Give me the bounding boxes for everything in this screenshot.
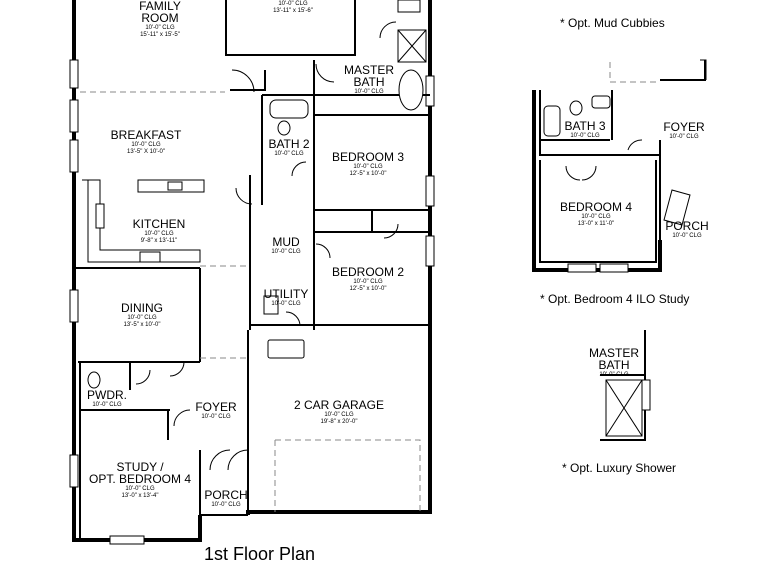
room-ceiling: 10'-0" CLG (145, 25, 175, 31)
room-name-line2: BATH (353, 75, 385, 89)
opt-bedroom4-label: BEDROOM 4 10'-0" CLG 13'-0" x 11'-0" (554, 201, 638, 227)
breakfast-label: BREAKFAST 10'-0" CLG 13'-5" X 10'-0" (104, 129, 188, 155)
room-name: BEDROOM 4 (559, 200, 632, 214)
room-name-line2: ROOM (141, 11, 179, 25)
room-ceiling: 10'-0" CLG (278, 1, 308, 7)
opt-luxury-shower-note: * Opt. Luxury Shower (562, 461, 677, 475)
room-size: 13'-0" x 11'-0" (577, 221, 615, 227)
plan-title: 1st Floor Plan (204, 544, 316, 564)
room-ceiling: 10'-0" CLG (211, 502, 241, 508)
master-bedroom-label: 10'-0" CLG 13'-11" x 15'-6" (256, 0, 330, 14)
room-ceiling: 10'-0" CLG (125, 486, 155, 492)
room-size: 13'-5" x 10'-0" (123, 322, 161, 328)
family-room-label: FAMILY ROOM 10'-0" CLG 15'-11" x 15'-5" (130, 0, 190, 38)
room-ceiling: 10'-0" CLG (92, 402, 122, 408)
opt-bath3-label: BATH 3 10'-0" CLG (560, 120, 610, 139)
room-ceiling: 10'-0" CLG (131, 142, 161, 148)
room-name: FAMILY (139, 0, 181, 13)
garage-label: 2 CAR GARAGE 10'-0" CLG 19'-8" x 20'-0" (286, 399, 392, 425)
room-size: 15'-11" x 15'-5" (140, 32, 180, 38)
porch-label: PORCH 10'-0" CLG (202, 489, 250, 508)
room-size: 12'-5" x 10'-0" (349, 286, 387, 292)
opt-shower-drawing (600, 330, 651, 441)
room-name: PORCH (665, 219, 709, 233)
bedroom3-label: BEDROOM 3 10'-0" CLG 12'-5" x 10'-0" (326, 151, 410, 177)
room-name: KITCHEN (132, 217, 186, 231)
bedroom2-label: BEDROOM 2 10'-0" CLG 12'-5" x 10'-0" (326, 266, 410, 292)
room-name: BATH 3 (564, 119, 606, 133)
room-size: 13'-0" x 13'-4" (121, 493, 159, 499)
room-ceiling: 10'-0" CLG (581, 214, 611, 220)
room-name: 2 CAR GARAGE (293, 398, 385, 412)
windows (69, 0, 435, 545)
room-ceiling: 10'-0" CLG (324, 412, 354, 418)
door-swings (135, 21, 399, 471)
room-name: BREAKFAST (110, 128, 182, 142)
bath2-label: BATH 2 10'-0" CLG (264, 138, 314, 157)
opt-master-bath-label: MASTER BATH 10'-0" CLG (584, 347, 644, 378)
room-ceiling: 10'-0" CLG (570, 133, 600, 139)
opt-foyer-label: FOYER 10'-0" CLG (660, 121, 708, 140)
room-ceiling: 10'-0" CLG (353, 164, 383, 170)
room-ceiling: 10'-0" CLG (127, 315, 157, 321)
opt-bedroom4-drawing (532, 59, 707, 273)
utility-label: UTILITY 10'-0" CLG (258, 288, 314, 307)
room-ceiling: 10'-0" CLG (201, 414, 231, 420)
room-name: PWDR. (87, 388, 127, 402)
room-name: MASTER (588, 346, 639, 360)
room-ceiling: 10'-0" CLG (271, 301, 301, 307)
kitchen-counters (82, 179, 205, 263)
room-size: 13'-5" X 10'-0" (127, 149, 165, 155)
room-size: 19'-8" x 20'-0" (320, 419, 358, 425)
opening-lines (80, 91, 421, 512)
mud-label: MUD 10'-0" CLG (262, 236, 310, 255)
room-name: BEDROOM 3 (331, 150, 404, 164)
room-name: DINING (121, 301, 163, 315)
foyer-label: FOYER 10'-0" CLG (190, 401, 242, 420)
dining-label: DINING 10'-0" CLG 13'-5" x 10'-0" (110, 302, 174, 328)
room-size: 12'-5" x 10'-0" (349, 171, 387, 177)
room-name: FOYER (195, 400, 237, 414)
room-name: BATH 2 (268, 137, 310, 151)
master-bath-label: MASTER BATH 10'-0" CLG (336, 64, 402, 95)
room-name: MUD (272, 235, 300, 249)
room-name: FOYER (663, 120, 705, 134)
room-ceiling: 10'-0" CLG (672, 233, 702, 239)
room-size: 9'-8" x 13'-11" (140, 238, 178, 244)
opt-bedroom4-note: * Opt. Bedroom 4 ILO Study (540, 292, 690, 306)
opt-mud-cubbies-note: * Opt. Mud Cubbies (560, 16, 665, 30)
room-size: 13'-11" x 15'-6" (273, 8, 313, 14)
room-ceiling: 10'-0" CLG (599, 372, 629, 378)
powder-label: PWDR. 10'-0" CLG (84, 389, 130, 408)
room-name: PORCH (204, 488, 248, 502)
room-name-line2: BATH (598, 358, 630, 372)
bath-fixtures (87, 29, 427, 389)
room-name-line2: OPT. BEDROOM 4 (88, 472, 192, 486)
room-ceiling: 10'-0" CLG (271, 249, 301, 255)
room-ceiling: 10'-0" CLG (669, 134, 699, 140)
room-ceiling: 10'-0" CLG (353, 279, 383, 285)
opt-porch-label: PORCH 10'-0" CLG (662, 220, 712, 239)
room-ceiling: 10'-0" CLG (274, 151, 304, 157)
room-name: MASTER (343, 63, 394, 77)
study-label: STUDY / OPT. BEDROOM 4 10'-0" CLG 13'-0"… (82, 461, 198, 499)
room-name: UTILITY (263, 287, 309, 301)
interior-walls (74, 0, 430, 540)
kitchen-label: KITCHEN 10'-0" CLG 9'-8" x 13'-11" (126, 218, 192, 244)
room-ceiling: 10'-0" CLG (144, 231, 174, 237)
room-name: BEDROOM 2 (331, 265, 404, 279)
room-name: STUDY / (116, 460, 164, 474)
room-ceiling: 10'-0" CLG (354, 89, 384, 95)
